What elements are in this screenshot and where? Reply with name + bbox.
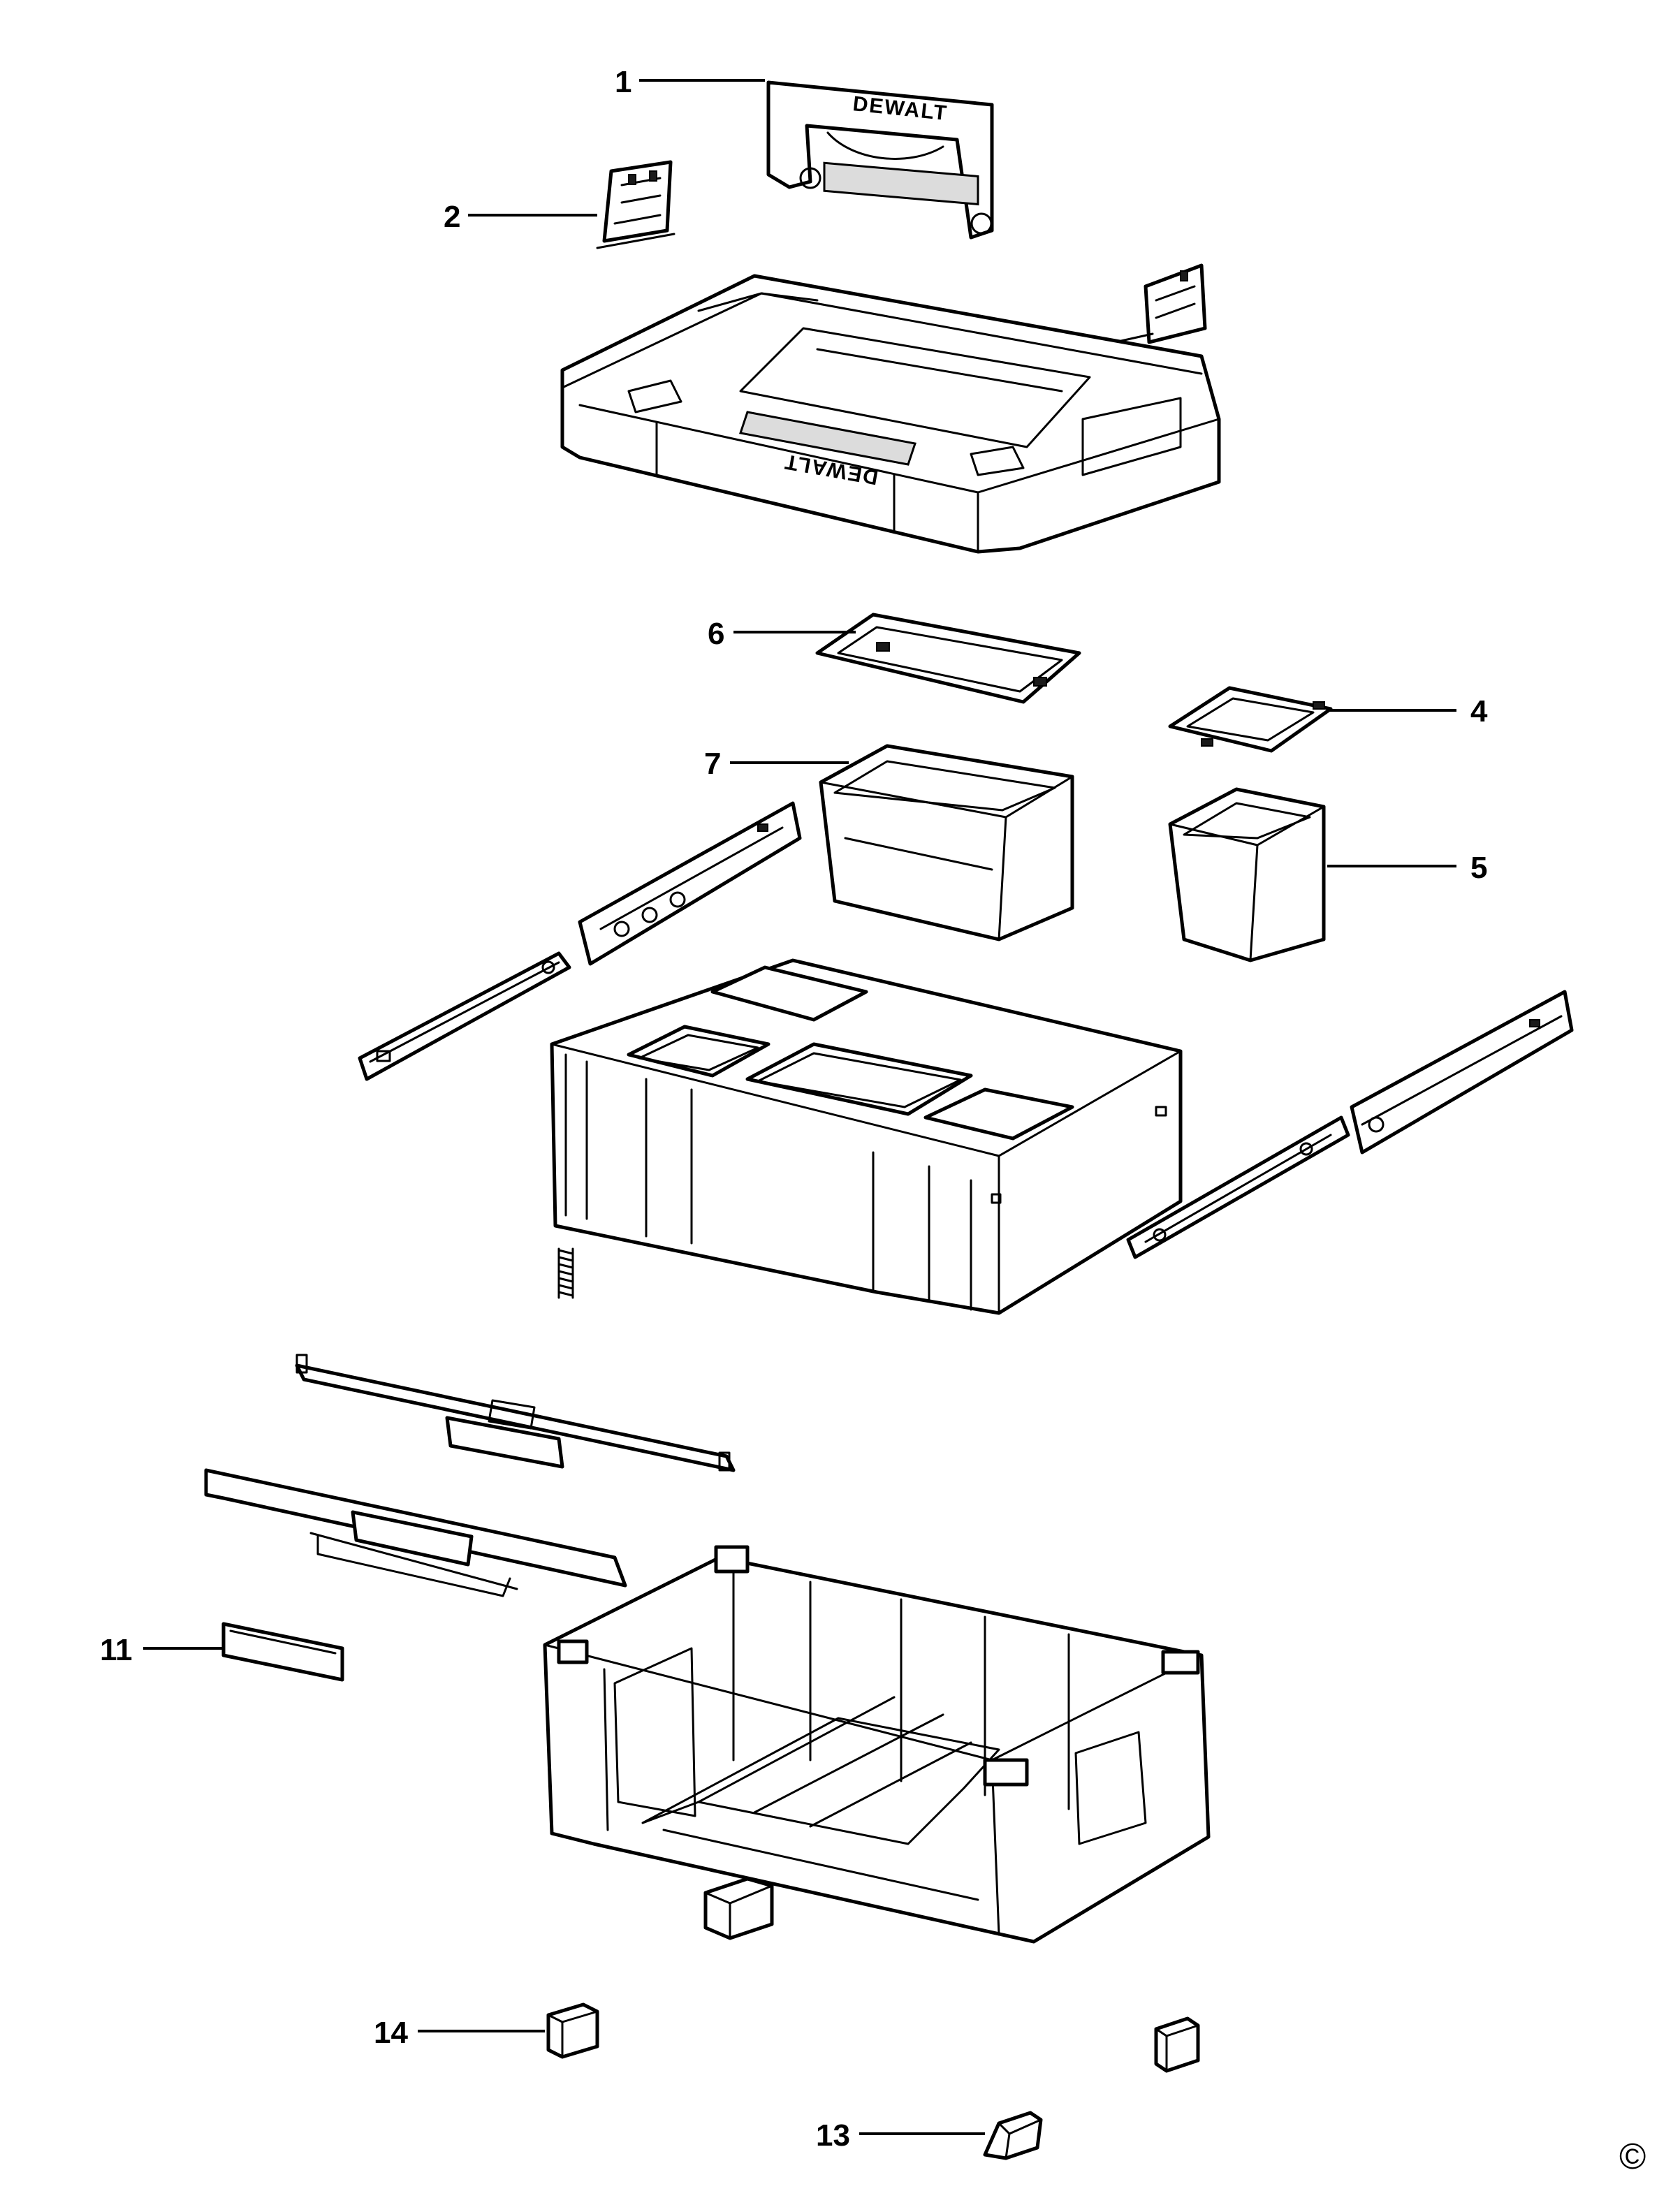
callout-2: 2 [444,200,460,234]
drawer-assembly [550,958,1183,1315]
case-lid: DEWALT [560,274,1221,554]
callout-7: 7 [704,747,721,781]
large-bin-lid-part-6 [815,613,1081,704]
small-bin-lid-part-4 [1168,686,1333,753]
foot-center [703,1877,774,1940]
foot-right [1154,2016,1200,2073]
drawer-slide-left-lower [358,951,571,1081]
latch-part-2 [596,160,675,249]
latch-bar-lower [204,1468,627,1597]
small-bin-part-5 [1168,787,1326,962]
callout-14: 14 [374,2016,408,2050]
foot-part-14 [546,2002,599,2059]
drawer-slide-right-upper [1350,990,1574,1155]
callout-1: 1 [615,65,631,99]
copyright-mark: © [1619,2137,1646,2177]
carry-handle-part-1: DEWALT [766,80,994,240]
latch-right [1120,263,1207,344]
callout-11: 11 [100,1633,133,1667]
foot-part-13 [983,2111,1043,2160]
drawer-slide-left-upper [578,801,802,966]
callout-5: 5 [1470,851,1487,885]
base-case [543,1545,1211,1944]
large-bin-part-7 [819,744,1074,942]
callout-6: 6 [708,617,724,651]
spring [557,1247,574,1299]
callout-4: 4 [1470,694,1488,728]
latch-bar-upper [295,1354,736,1472]
callout-13: 13 [816,2118,850,2153]
label-plate-part-11 [221,1622,344,1682]
drawer-slide-right-lower [1126,1115,1350,1259]
